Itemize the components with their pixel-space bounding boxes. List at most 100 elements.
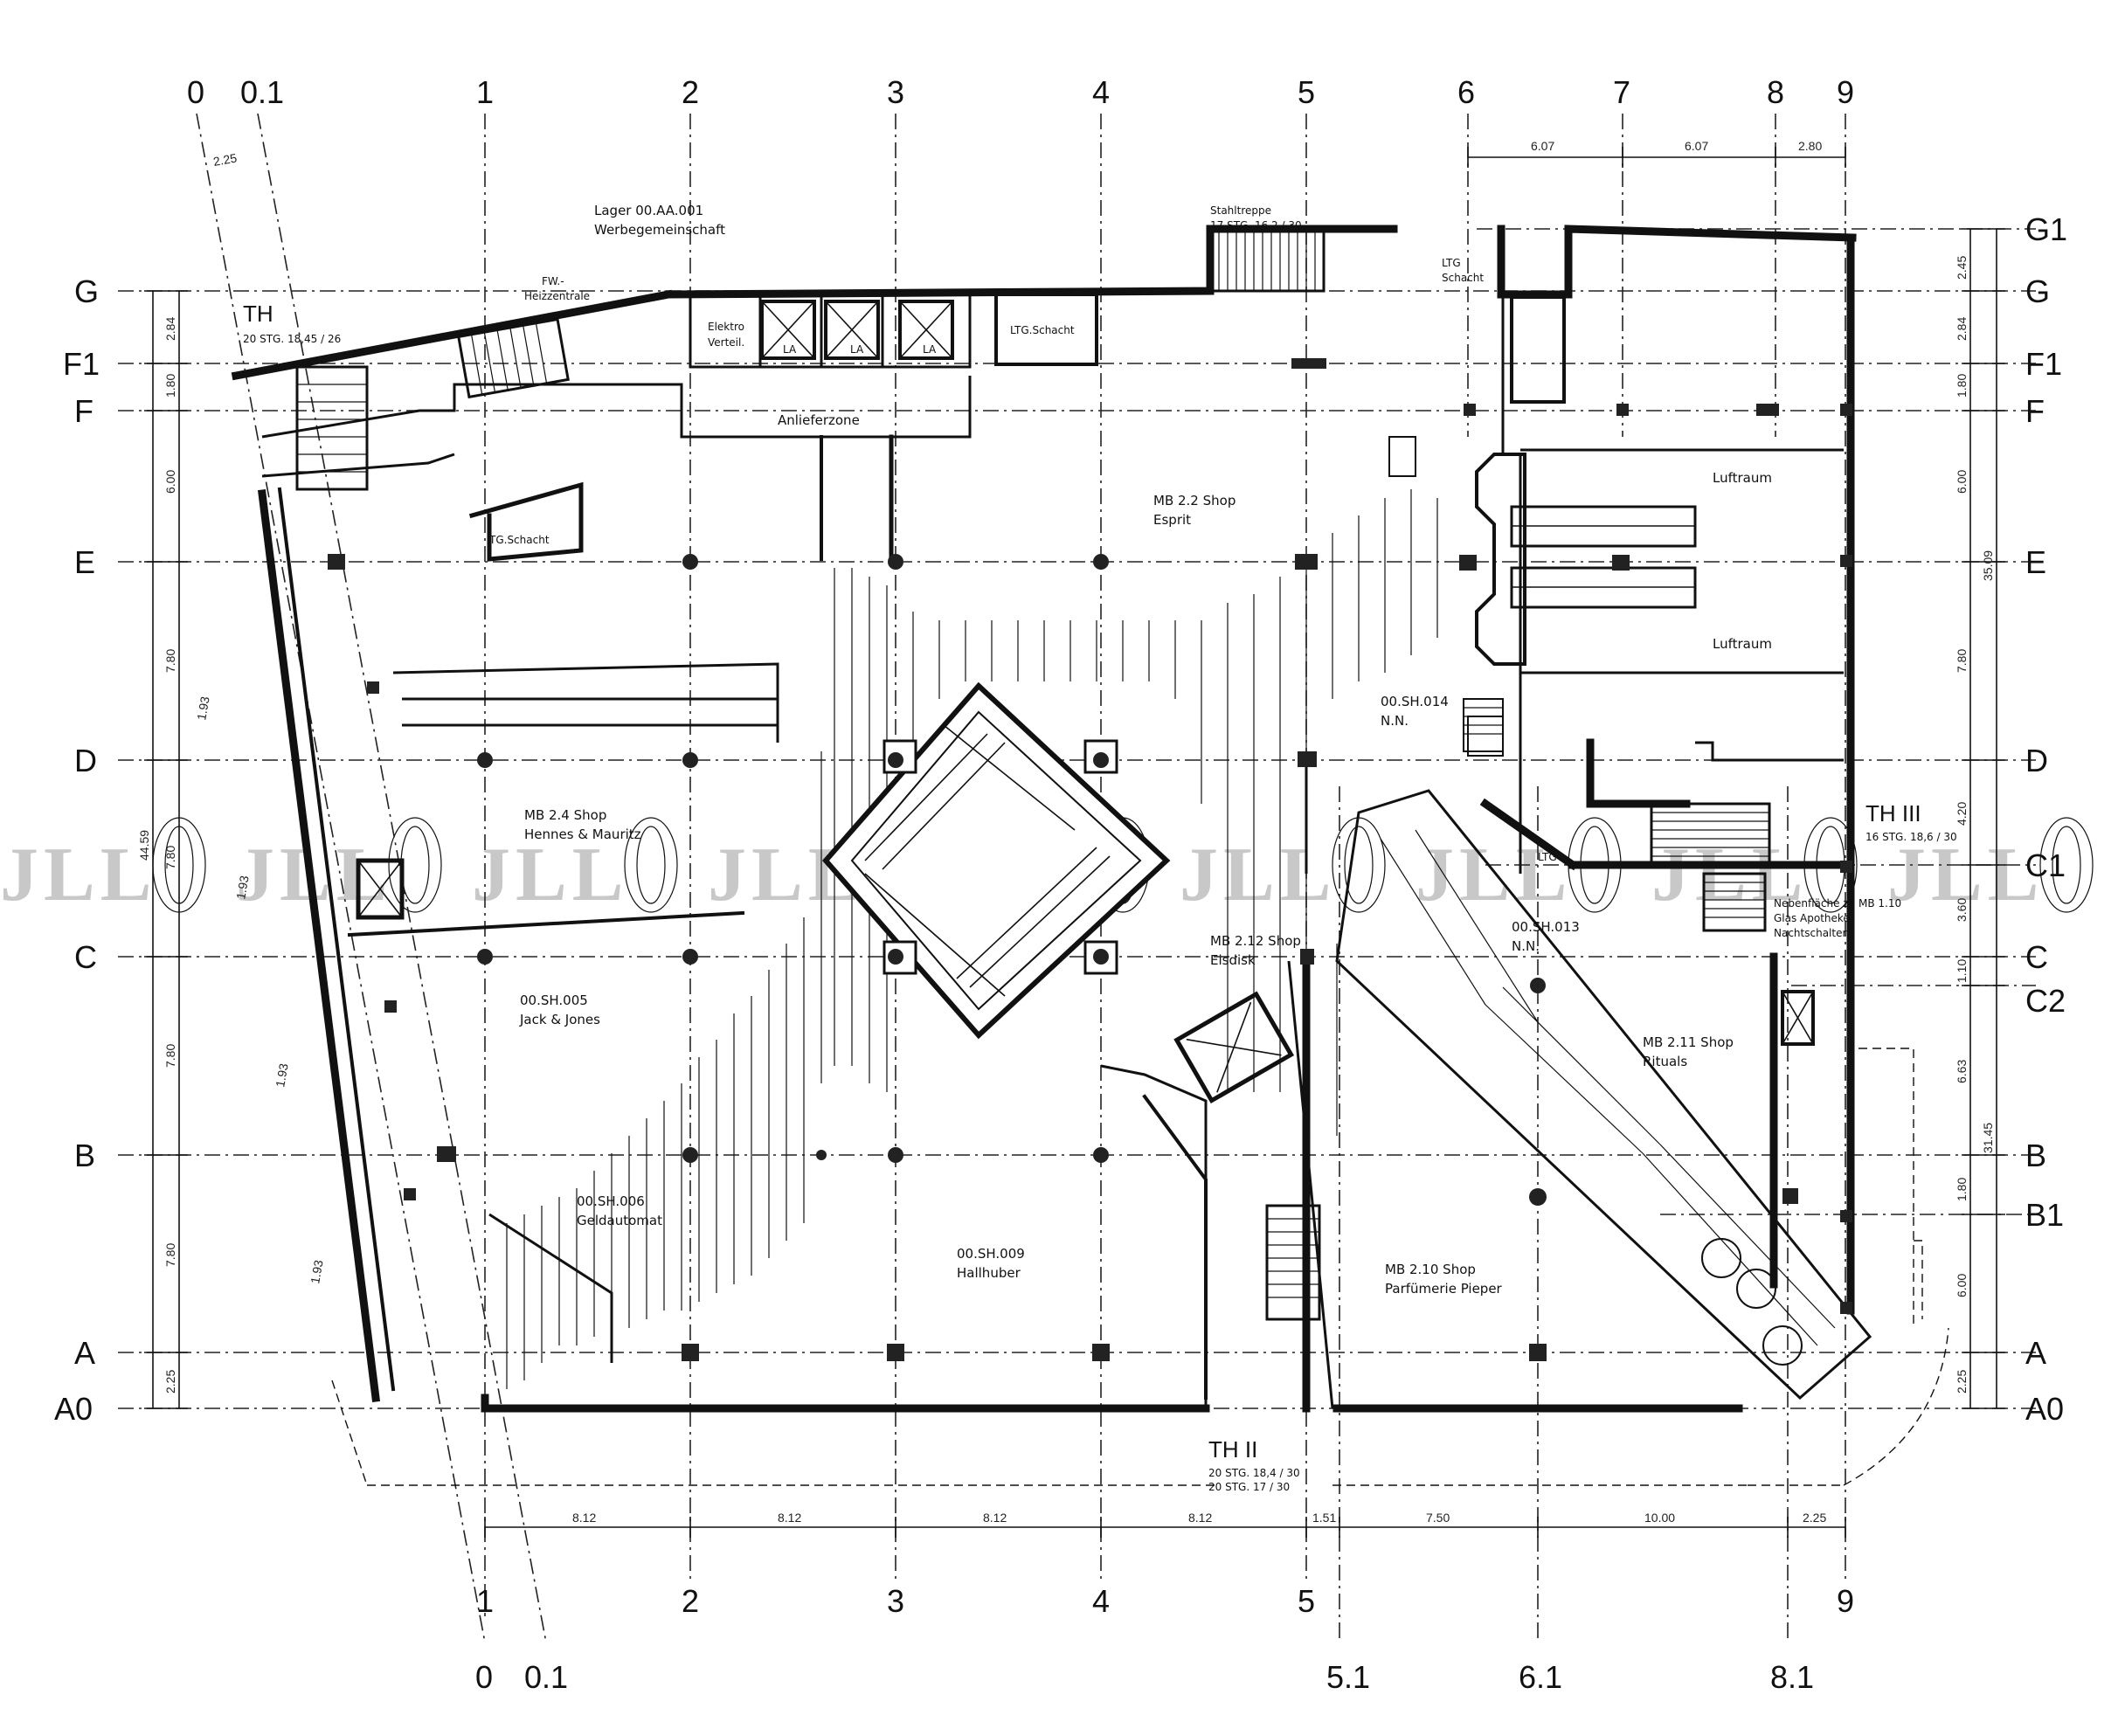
room-label-sh005: 00.SH.005: [520, 992, 588, 1008]
axis-label: A: [74, 1335, 95, 1371]
axis-label: F1: [63, 346, 100, 382]
axis-label: 5: [1298, 74, 1315, 110]
axis-label: F: [74, 393, 93, 429]
room-label-ltg-2: LTG: [1538, 851, 1557, 863]
columns: [328, 358, 1852, 1361]
axis-label: G: [74, 273, 99, 309]
dimension-label: 6.00: [1955, 470, 1969, 494]
axis-label: 4: [1092, 74, 1110, 110]
axis-label: F1: [2025, 346, 2062, 382]
room-label-nn-2: N.N.: [1512, 938, 1540, 954]
dimension-label: 7.80: [163, 649, 177, 673]
room-label-la-2: LA: [850, 343, 864, 356]
axis-label: 3: [887, 1583, 904, 1619]
dimension-label: 2.45: [1955, 256, 1969, 280]
axis-label: 5.1: [1326, 1659, 1370, 1695]
room-label-sh009: 00.SH.009: [957, 1246, 1025, 1262]
axis-label: 2: [682, 74, 699, 110]
central-escalator-diamond: [822, 681, 1171, 1040]
room-label-sh014: 00.SH.014: [1381, 694, 1449, 709]
axis-label: 8.1: [1770, 1659, 1814, 1695]
room-label-nachtschalter: Nachtschalter: [1774, 927, 1846, 939]
dimension-label: 1.93: [308, 1259, 326, 1285]
room-label-parfuemerie: Parfümerie Pieper: [1385, 1281, 1503, 1297]
dimension-label: 7.50: [1426, 1511, 1450, 1525]
dimension-label: 2.84: [163, 317, 177, 341]
dimension-label: 8.12: [572, 1511, 596, 1525]
escalators-top-right: [1475, 453, 1697, 666]
dimension-label: 7.80: [163, 846, 177, 869]
dimension-label: 7.80: [163, 1243, 177, 1267]
axis-label: E: [2025, 544, 2046, 580]
room-label-tg-schacht: TG.Schacht: [488, 534, 550, 546]
room-label-fw: FW.-: [542, 275, 564, 287]
axis-label: C: [74, 939, 97, 975]
room-label-rituals: Rituals: [1643, 1054, 1687, 1069]
dimension-label: 1.51: [1312, 1511, 1336, 1525]
axis-label: C1: [2025, 847, 2066, 883]
room-label-la-1: LA: [783, 343, 797, 356]
axis-label: 9: [1837, 74, 1854, 110]
room-label-heizzentrale: Heizzentrale: [524, 290, 590, 302]
axis-label: B: [74, 1138, 95, 1173]
dimension-label: 8.12: [1188, 1511, 1212, 1525]
axis-label: 1: [476, 74, 494, 110]
axis-label: 4: [1092, 1583, 1110, 1619]
room-label-th: TH: [243, 301, 273, 327]
axis-label: G1: [2025, 211, 2067, 247]
watermark-text: JLL: [1887, 833, 2044, 917]
room-label-hm: Hennes & Mauritz: [524, 827, 641, 842]
room-label-th-stg: 20 STG. 18,45 / 26: [243, 333, 341, 345]
room-label-nn-1: N.N.: [1381, 713, 1409, 729]
room-label-luftraum-1: Luftraum: [1713, 470, 1772, 486]
room-label-geldautomat: Geldautomat: [577, 1213, 662, 1228]
diagonal-escalator: [1335, 789, 1872, 1401]
street-canopy: [331, 1048, 1949, 1486]
room-label-esprit: Esprit: [1153, 512, 1191, 528]
room-label-th-ii-stg-1: 20 STG. 18,4 / 30: [1208, 1467, 1300, 1479]
axis-label: 0: [475, 1659, 493, 1695]
dimension-label: 2.25: [1803, 1511, 1826, 1525]
room-label-stahltreppe: Stahltreppe: [1210, 204, 1271, 217]
room-label-ltg-schacht: LTG.Schacht: [1010, 324, 1075, 336]
axis-label: 6: [1457, 74, 1475, 110]
dimension-label: 1.80: [1955, 1178, 1969, 1201]
axis-label: E: [74, 544, 95, 580]
dimension-label: 6.00: [1955, 1274, 1969, 1297]
room-label-elektro: Elektro: [708, 321, 744, 333]
room-label-anlieferzone: Anlieferzone: [778, 412, 860, 428]
axis-label: A0: [54, 1391, 93, 1427]
stairs: [295, 230, 1771, 1321]
room-label-nebenflaeche: Nebenfläche zu MB 1.10: [1774, 897, 1901, 909]
room-label-werbegemeinschaft: Werbegemeinschaft: [594, 222, 725, 238]
watermark-text: JLL: [0, 833, 156, 917]
dimension-chains: 6.07 6.07 2.80 8.12 8.12 8.12 8.12 1.51 …: [137, 139, 2005, 1538]
axis-labels-right: G1 G F1 F E D C1 C C2 B B1 A A0: [2025, 211, 2067, 1427]
dimension-label: 1.10: [1955, 959, 1969, 983]
dimension-label: 1.80: [1955, 374, 1969, 398]
dimension-label: 2.25: [1955, 1370, 1969, 1394]
axis-label: C: [2025, 939, 2048, 975]
axis-label: 0: [187, 74, 204, 110]
lift-shafts: [356, 300, 1815, 1046]
room-label-mb210: MB 2.10 Shop: [1385, 1262, 1476, 1277]
axis-label: 7: [1613, 74, 1630, 110]
dimension-label: 2.80: [1798, 139, 1822, 153]
dimension-label: 7.80: [163, 1044, 177, 1068]
room-label-mb211: MB 2.11 Shop: [1643, 1034, 1734, 1050]
axis-label: 0.1: [524, 1659, 568, 1695]
axis-label: D: [74, 743, 97, 778]
outer-walls: [231, 225, 1857, 1413]
axis-labels-left: G F1 F E D C B A A0: [54, 273, 100, 1427]
axis-label: D: [2025, 743, 2048, 778]
axis-label: C2: [2025, 983, 2066, 1019]
dimension-label: 31.45: [1981, 1123, 1995, 1153]
axis-label: 0.1: [240, 74, 284, 110]
room-label-schacht: Schacht: [1442, 272, 1484, 284]
room-label-luftraum-2: Luftraum: [1713, 636, 1772, 652]
dimension-label: 6.63: [1955, 1060, 1969, 1083]
room-label-mb24: MB 2.4 Shop: [524, 807, 606, 823]
axis-label: B1: [2025, 1197, 2064, 1233]
room-labels: Lager 00.AA.001 Werbegemeinschaft Stahlt…: [243, 203, 1957, 1493]
